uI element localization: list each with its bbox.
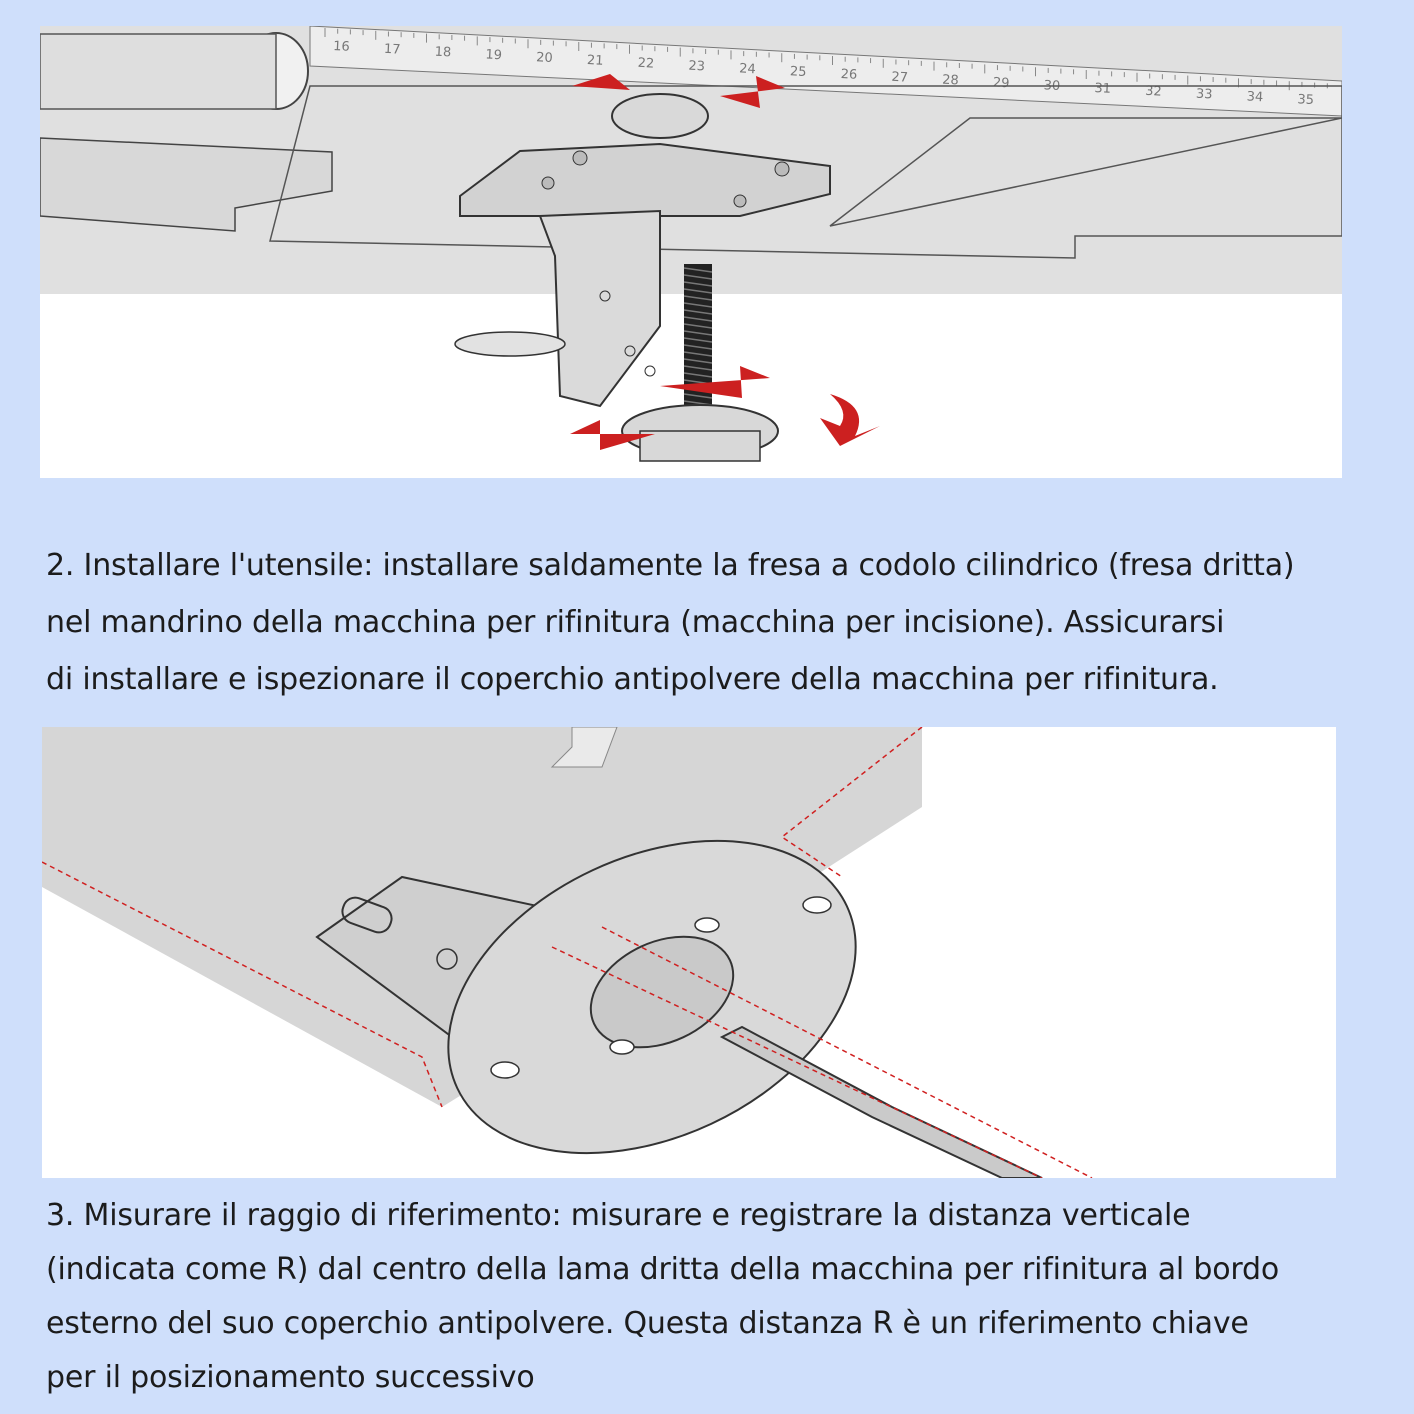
bracket-hole-3 (644, 365, 656, 377)
ruler-number: 24 (739, 61, 756, 77)
rod-thread (683, 302, 713, 308)
rod-thread (683, 288, 713, 294)
ruler-number: 23 (688, 59, 705, 75)
ruler-number: 22 (637, 56, 654, 72)
deck-chamfer (829, 117, 1342, 227)
base-opening (589, 935, 735, 1049)
ruler-number: 16 (333, 39, 350, 55)
bracket-hole-2 (624, 345, 636, 357)
ruler-strip (309, 26, 1342, 117)
bracket (538, 209, 661, 408)
ruler-number: 28 (942, 73, 959, 89)
rod-thread (683, 365, 713, 371)
guide-line (601, 926, 1093, 1178)
rod-thread (683, 351, 713, 357)
top-knob (611, 93, 709, 139)
deck-outline (269, 85, 1342, 259)
guide-lines (42, 727, 1093, 1178)
left-plate (40, 137, 333, 232)
ruler-ticks (324, 28, 1328, 91)
screw-2 (541, 176, 555, 190)
rod-thread (683, 281, 713, 287)
guide-line (551, 946, 1043, 1178)
screw-3 (774, 161, 790, 177)
ruler-number: 18 (434, 45, 451, 61)
step-3-line: per il posizionamento successivo (46, 1360, 535, 1395)
ruler-number: 19 (485, 47, 502, 63)
ruler-number: 27 (891, 70, 908, 86)
illustration-router-base (42, 727, 1336, 1178)
arrow-mid-right-icon (660, 366, 770, 398)
rod-thread (683, 372, 713, 378)
rod-thread (683, 309, 713, 315)
rod-thread (683, 393, 713, 399)
screw-4 (733, 194, 747, 208)
rod-thread (683, 344, 713, 350)
rod-thread (683, 358, 713, 364)
ruler-number: 26 (840, 67, 857, 83)
ruler-number: 21 (587, 53, 604, 69)
ruler-number: 25 (790, 64, 807, 80)
tube-body (40, 33, 277, 110)
ruler-number: 17 (384, 42, 401, 58)
step-2-text: 2. Installare l'utensile: installare sal… (46, 537, 1386, 708)
bottom-knob-side (639, 430, 761, 462)
ruler-number: 33 (1196, 87, 1213, 103)
side-hole (436, 948, 458, 970)
rod-thread (683, 295, 713, 301)
lever-paddle (454, 331, 566, 357)
arrow-top-right-icon (720, 76, 785, 108)
ruler-number: 34 (1246, 89, 1263, 105)
rod-thread (683, 337, 713, 343)
bracket-hole-1 (599, 290, 611, 302)
arrow-top-left-icon (572, 74, 630, 90)
router-base-drawing (42, 727, 1093, 1178)
base-hole-3 (609, 1039, 635, 1055)
ruler-number: 35 (1297, 92, 1314, 108)
step-3-text: 3. Misurare il raggio di riferimento: mi… (46, 1189, 1396, 1405)
slot-hole (341, 896, 393, 934)
base-hole-2 (490, 1061, 520, 1079)
step-2-line: nel mandrino della macchina per rifinitu… (46, 605, 1225, 640)
guide-line (42, 861, 443, 1108)
rod-thread (683, 323, 713, 329)
ruler-number: 31 (1094, 81, 1111, 97)
step-3-line: 3. Misurare il raggio di riferimento: mi… (46, 1198, 1191, 1233)
ruler-number: 29 (993, 75, 1010, 91)
screw-1 (572, 150, 588, 166)
router-slot (550, 727, 618, 768)
guide-line (780, 727, 923, 878)
adjust-arrows (570, 74, 880, 450)
rod-thread (683, 274, 713, 280)
rotate-arrow-icon (820, 394, 880, 446)
base-hole-1 (802, 896, 832, 914)
rod-thread (683, 267, 713, 273)
rod-thread (683, 330, 713, 336)
base-hole-4 (694, 917, 720, 933)
step-3-line: (indicata come R) dal centro della lama … (46, 1252, 1279, 1287)
ruler-number: 20 (536, 50, 553, 66)
step-2-line: di installare e ispezionare il coperchio… (46, 662, 1219, 697)
rod-thread (683, 316, 713, 322)
arrow-bottom-left-icon (570, 420, 655, 450)
ruler-number: 32 (1145, 84, 1162, 100)
step-2-line: 2. Installare l'utensile: installare sal… (46, 548, 1295, 583)
step-3-line: esterno del suo coperchio antipolvere. Q… (46, 1306, 1249, 1341)
